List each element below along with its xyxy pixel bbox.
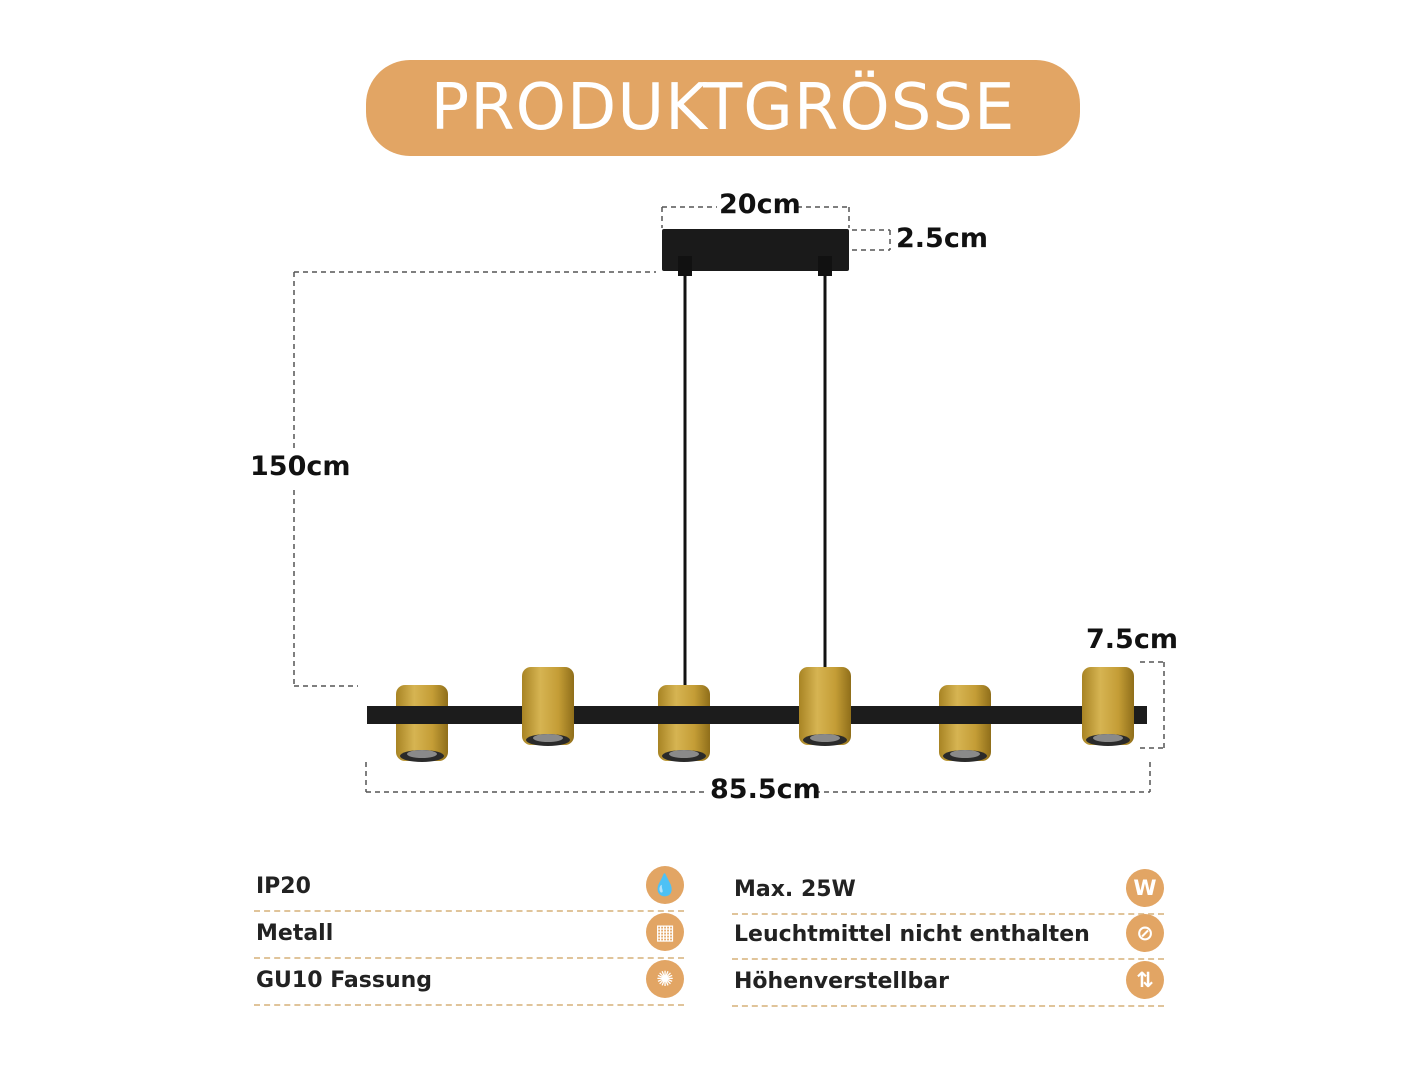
spotlight-2 — [522, 667, 574, 746]
no-bulb-icon: ⊘ — [1126, 914, 1164, 952]
feature-no-bulb: Leuchtmittel nicht enthalten ⊘ — [732, 914, 1164, 960]
spotlight-4 — [799, 667, 851, 746]
lamp-bar — [367, 706, 1147, 724]
spotlight-6 — [1082, 667, 1134, 746]
height-adjust-icon: ⇅ — [1126, 961, 1164, 999]
feature-label: IP20 — [256, 874, 311, 899]
total-width-label: 85.5cm — [710, 774, 821, 805]
cable-clamp-left — [678, 256, 692, 276]
dimension-guides — [293, 206, 1165, 793]
feature-label: Max. 25W — [734, 877, 856, 902]
watt-icon: W — [1126, 869, 1164, 907]
metal-blocks-icon: ▦ — [646, 913, 684, 951]
canopy-height-label: 2.5cm — [896, 223, 988, 254]
feature-metall: Metall ▦ — [254, 913, 684, 959]
spotlight-5 — [939, 685, 991, 762]
water-drop-icon: 💧 — [646, 866, 684, 904]
shade-height-label: 7.5cm — [1086, 624, 1178, 655]
feature-label: Leuchtmittel nicht enthalten — [734, 922, 1090, 947]
canopy-width-label: 20cm — [719, 189, 801, 220]
feature-max-watt: Max. 25W W — [732, 869, 1164, 915]
spotlight-3 — [658, 685, 710, 762]
title-banner: PRODUKTGRÖSSE — [366, 60, 1080, 156]
page-title: PRODUKTGRÖSSE — [430, 71, 1016, 145]
spotlights — [396, 667, 1134, 762]
spotlight-1 — [396, 685, 448, 762]
cable-clamp-right — [818, 256, 832, 276]
feature-label: GU10 Fassung — [256, 968, 433, 993]
bulb-icon: ✺ — [646, 960, 684, 998]
feature-label: Metall — [256, 921, 334, 946]
ceiling-canopy — [662, 229, 849, 271]
feature-label: Höhenverstellbar — [734, 969, 949, 994]
cable-length-label: 150cm — [250, 451, 351, 482]
feature-height-adjustable: Höhenverstellbar ⇅ — [732, 961, 1164, 1007]
feature-ip20: IP20 💧 — [254, 866, 684, 912]
feature-gu10: GU10 Fassung ✺ — [254, 960, 684, 1006]
